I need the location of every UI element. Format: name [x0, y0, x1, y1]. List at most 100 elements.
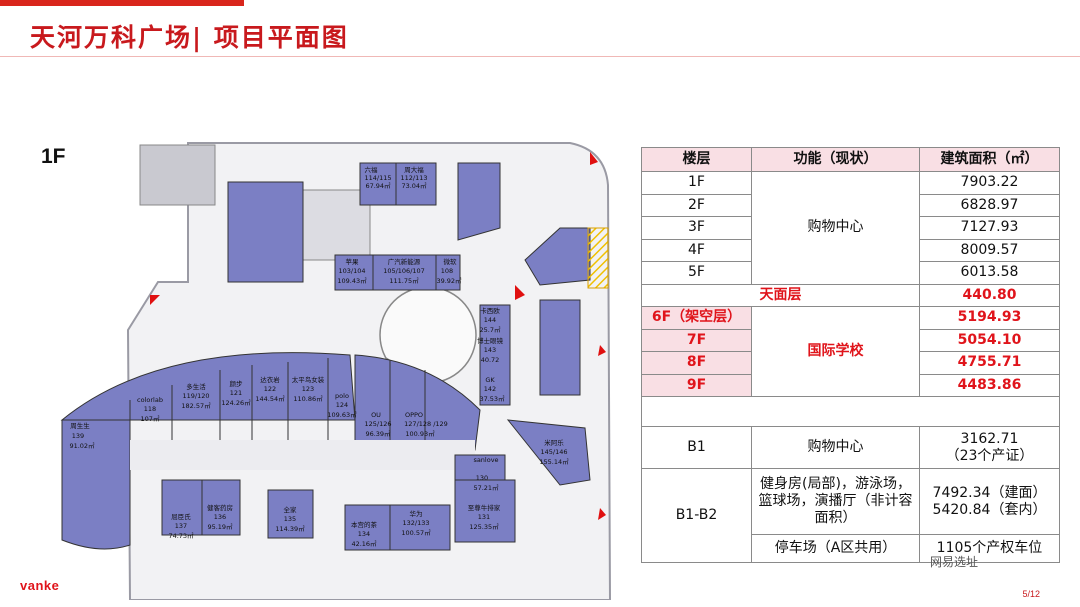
area-cell: 5194.93 — [919, 306, 1060, 330]
shop-label: 67.94㎡ — [365, 181, 391, 190]
shop-label: 周生生 — [70, 421, 90, 430]
shop-block — [395, 162, 437, 206]
shop-block — [435, 254, 461, 291]
shop-block — [354, 354, 481, 451]
shop-label: 73.04㎡ — [401, 181, 427, 190]
shop-label: 139 — [72, 432, 84, 440]
entrance-marker — [150, 295, 160, 305]
shop-label: 118 — [144, 405, 156, 413]
shop-block — [227, 181, 304, 283]
shop-label: 米阿乐 — [544, 438, 564, 447]
function-cell: 停车场（A区共用） — [751, 534, 920, 563]
shop-block — [457, 162, 501, 241]
floor-label: 1F — [41, 145, 66, 168]
shop-label: 103/104 — [338, 267, 365, 275]
west-stair-block — [139, 144, 216, 206]
floor-cell: 2F — [641, 193, 752, 217]
shop-label: 74.73㎡ — [168, 531, 194, 540]
area-cell: 1105个产权车位 — [919, 534, 1060, 563]
area-cell: 440.80 — [919, 283, 1060, 307]
roof-label-cell: 天面层 — [641, 283, 920, 307]
area-cell: 3162.71 （23个产证） — [919, 426, 1060, 469]
corridor — [130, 440, 475, 470]
shop-label: 132/133 — [402, 519, 429, 527]
area-cell: 4483.86 — [919, 373, 1060, 397]
area-cell: 6013.58 — [919, 261, 1060, 285]
shop-label: 123 — [302, 385, 314, 393]
shop-label: colorlab — [137, 396, 163, 404]
floor-cell: 7F — [641, 328, 752, 352]
shop-label: 本宫的茶 — [351, 520, 378, 529]
shop-label: 95.19㎡ — [207, 522, 233, 531]
spacer-cell — [641, 396, 1060, 427]
floor-cell: 1F — [641, 171, 752, 195]
shop-label: 121 — [230, 389, 242, 397]
shop-label: 125/126 — [364, 420, 391, 428]
shop-label: 91.02㎡ — [69, 441, 95, 450]
shop-label: 144.54㎡ — [255, 394, 285, 403]
shop-label: 42.16㎡ — [351, 539, 377, 548]
shop-label: 苹果 — [346, 257, 360, 266]
shop-label: 143 — [484, 346, 496, 354]
shop-block — [359, 162, 397, 206]
floor-cell: 6F（架空层） — [641, 306, 752, 330]
shop-block — [389, 504, 451, 551]
shop-block — [479, 304, 511, 406]
page-title: 天河万科广场| 项目平面图 — [30, 23, 349, 52]
floor-area-table: 楼层 功能（现状） 建筑面积（㎡） 1F 购物中心 7903.22 2F 682… — [641, 147, 1060, 563]
title-divider — [0, 56, 1080, 57]
shop-label: 全家 — [284, 505, 298, 514]
floor-cell: B1 — [641, 426, 752, 469]
shop-label: 博士眼镜 — [477, 336, 504, 345]
shop-label: 96.39㎡ — [365, 429, 391, 438]
table-row: 3F 7127.93 — [641, 216, 1060, 240]
shop-label: sanlove — [473, 456, 498, 464]
floor-plan: 六福 114/115 67.94㎡ 周大福 112/113 73.04㎡ 苹果 … — [60, 142, 612, 600]
shop-label: 125.35㎡ — [469, 522, 499, 531]
table-row: 9F 4483.86 — [641, 373, 1060, 397]
shop-label: 142 — [484, 385, 496, 393]
shop-label: GK — [485, 376, 495, 384]
area-line: 3162.71 — [960, 430, 1019, 447]
shop-block — [267, 489, 314, 539]
table-row: 2F 6828.97 — [641, 193, 1060, 217]
shop-label: 39.92㎡ — [436, 276, 462, 285]
shop-label: 颜步 — [230, 379, 244, 388]
shop-label: 57.21㎡ — [473, 483, 499, 492]
area-line: （23个产证） — [945, 447, 1034, 464]
table-row: 4F 8009.57 — [641, 238, 1060, 262]
watermark-text: 网易选址 — [930, 555, 979, 569]
shop-block — [201, 479, 241, 536]
entrance-marker — [598, 345, 606, 356]
floor-cell: B1-B2 — [641, 468, 752, 563]
floor-cell: 9F — [641, 373, 752, 397]
core-block — [299, 189, 371, 261]
shop-label: 108 — [441, 267, 453, 275]
table-row: 1F 购物中心 7903.22 — [641, 171, 1060, 285]
shop-label: OU — [371, 411, 381, 419]
shop-label: 134 — [358, 530, 370, 538]
shop-label: 114.39㎡ — [275, 524, 305, 533]
vanke-logo: vanke — [20, 578, 60, 593]
shop-label: 122 — [264, 385, 276, 393]
area-cell: 7127.93 — [919, 216, 1060, 240]
shop-label: 127/128 /129 — [404, 420, 448, 428]
shop-block — [61, 419, 131, 550]
shop-label: 周大福 — [404, 165, 424, 174]
area-cell: 8009.57 — [919, 238, 1060, 262]
shop-label: 110.86㎡ — [293, 394, 323, 403]
shop-label: 卡西欧 — [480, 306, 500, 315]
shop-label: 109.63㎡ — [327, 410, 357, 419]
floor-cell: 8F — [641, 351, 752, 375]
table-row: B1-B2 健身房(局部)，游泳场，篮球场，演播厅（非计容面积） 7492.34… — [641, 468, 1060, 563]
shop-block — [372, 254, 437, 291]
function-cell: 购物中心 — [751, 426, 920, 469]
table-header-row: 楼层 功能（现状） 建筑面积（㎡） — [641, 147, 1060, 172]
shop-label: 40.72 — [481, 356, 500, 364]
page-number: 5/12 — [1022, 589, 1040, 599]
shop-block — [60, 352, 356, 421]
shop-label: 25.7㎡ — [480, 325, 501, 334]
shop-label: OPPO — [405, 411, 423, 419]
shop-block — [539, 299, 581, 396]
shop-label: 100.57㎡ — [401, 528, 431, 537]
